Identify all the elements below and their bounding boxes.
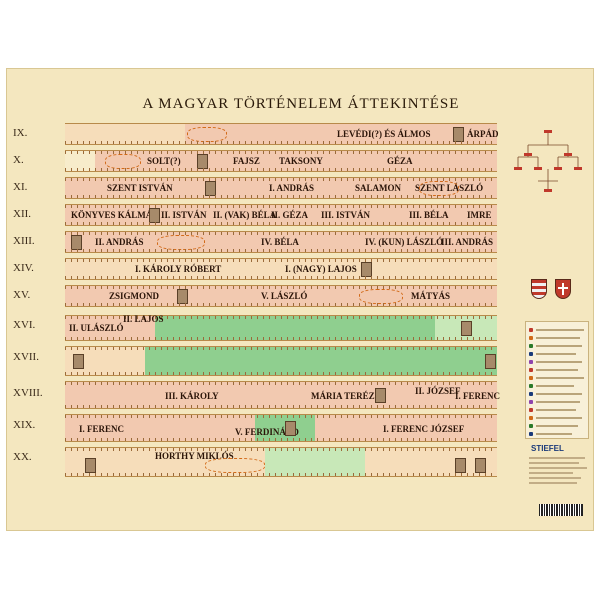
ruler-name: II. (VAK) BÉLA <box>213 210 277 220</box>
century-label: XVIII. <box>13 387 43 399</box>
century-row: II. ULÁSZLÓ II. LAJOS <box>65 314 497 341</box>
ruler-name: SZENT ISTVÁN <box>107 183 173 193</box>
century-row: SZENT ISTVÁN I. ANDRÁS SALAMON SZENT LÁS… <box>65 177 497 199</box>
ruler-name: II. GÉZA <box>271 210 309 220</box>
ruler-name: GÉZA <box>387 156 413 166</box>
ruler-name: MÁRIA TERÉZIA <box>311 391 385 401</box>
century-label: XVI. <box>13 319 36 331</box>
century-label: XII. <box>13 208 32 220</box>
ruler-name: II. ULÁSZLÓ <box>69 323 124 333</box>
century-label: XIV. <box>13 262 34 274</box>
ruler-name: III. BÉLA <box>409 210 449 220</box>
century-row: ZSIGMOND V. LÁSZLÓ MÁTYÁS <box>65 285 497 307</box>
ruler-name: II. LAJOS <box>123 314 164 324</box>
ruler-name: LEVÉDI(?) ÉS ÁLMOS <box>337 129 431 139</box>
ruler-name: IMRE <box>467 210 492 220</box>
ruler-name: I. (NAGY) LAJOS <box>285 264 357 274</box>
ruler-name: FAJSZ <box>233 156 260 166</box>
portrait <box>485 354 496 369</box>
ruler-name: II. ANDRÁS <box>95 237 144 247</box>
ruler-name: IV. (KUN) LÁSZLÓ <box>365 237 444 247</box>
century-row: HORTHY MIKLÓS <box>65 447 497 477</box>
ruler-name: KÖNYVES KÁLMÁN <box>71 210 159 220</box>
portrait <box>285 421 296 436</box>
portrait <box>361 262 372 277</box>
portrait <box>149 208 160 223</box>
century-label: XV. <box>13 289 31 301</box>
coat-of-arms-icon <box>531 279 547 299</box>
ruler-name: III. ISTVÁN <box>321 210 371 220</box>
map-thumbnail <box>187 127 227 142</box>
portrait <box>455 458 466 473</box>
century-row <box>65 346 497 376</box>
map-thumbnail <box>105 154 141 169</box>
ruler-name: HORTHY MIKLÓS <box>155 451 234 461</box>
portrait <box>85 458 96 473</box>
ruler-name: I. FERENC <box>455 391 501 401</box>
portrait <box>197 154 208 169</box>
century-label: IX. <box>13 127 28 139</box>
ruler-name: MÁTYÁS <box>411 291 451 301</box>
portrait <box>73 354 84 369</box>
map-thumbnail <box>205 458 265 473</box>
century-label: XVII. <box>13 351 39 363</box>
map-thumbnail <box>359 289 403 304</box>
poster: A MAGYAR TÖRTÉNELEM ÁTTEKINTÉSE IX. X. X… <box>6 68 594 531</box>
right-panel: STIEFEL <box>501 109 591 527</box>
ruler-name: III. ANDRÁS <box>441 237 494 247</box>
ruler-name: SOLT(?) <box>147 156 181 166</box>
publisher-info <box>529 457 589 487</box>
portrait <box>453 127 464 142</box>
double-cross-crest-icon <box>555 279 571 299</box>
map-thumbnail <box>157 235 205 250</box>
century-row: SOLT(?) FAJSZ TAKSONY GÉZA <box>65 150 497 172</box>
ruler-name: SALAMON <box>355 183 402 193</box>
ruler-name: I. FERENC <box>79 424 125 434</box>
century-row: I. KÁROLY RÓBERT I. (NAGY) LAJOS <box>65 258 497 280</box>
ruler-name: ZSIGMOND <box>109 291 160 301</box>
century-label: X. <box>13 154 24 166</box>
map-thumbnail <box>419 181 459 196</box>
poster-title: A MAGYAR TÖRTÉNELEM ÁTTEKINTÉSE <box>142 96 460 112</box>
century-label: XIX. <box>13 419 36 431</box>
century-row: I. FERENC V. FERDINÁND I. FERENC JÓZSEF <box>65 414 497 442</box>
portrait <box>475 458 486 473</box>
century-row: II. ANDRÁS IV. BÉLA IV. (KUN) LÁSZLÓ III… <box>65 231 497 253</box>
ruler-name: V. LÁSZLÓ <box>261 291 308 301</box>
ruler-name: IV. BÉLA <box>261 237 299 247</box>
century-label: XI. <box>13 181 28 193</box>
portrait <box>205 181 216 196</box>
ruler-name: I. KÁROLY RÓBERT <box>135 264 222 274</box>
portrait <box>71 235 82 250</box>
ruler-name: V. FERDINÁND <box>235 427 299 437</box>
century-row: III. KÁROLY MÁRIA TERÉZIA II. JÓZSEF I. … <box>65 381 501 409</box>
family-tree-diagram <box>514 130 582 192</box>
century-label: XX. <box>13 451 32 463</box>
century-row: LEVÉDI(?) ÉS ÁLMOS ÁRPÁD <box>65 123 499 145</box>
century-row: KÖNYVES KÁLMÁN II. ISTVÁN II. (VAK) BÉLA… <box>65 204 497 226</box>
ruler-name: TAKSONY <box>279 156 323 166</box>
barcode <box>539 504 583 516</box>
portrait <box>375 388 386 403</box>
ruler-name: II. JÓZSEF <box>415 386 461 396</box>
ruler-name: II. ISTVÁN <box>161 210 207 220</box>
publisher-logo: STIEFEL <box>531 444 564 453</box>
ruler-name: I. FERENC JÓZSEF <box>383 424 465 434</box>
legend-box <box>525 321 589 439</box>
ruler-name: III. KÁROLY <box>165 391 219 401</box>
ruler-name: ÁRPÁD <box>467 129 499 139</box>
century-label: XIII. <box>13 235 35 247</box>
portrait <box>461 321 472 336</box>
portrait <box>177 289 188 304</box>
ruler-name: I. ANDRÁS <box>269 183 315 193</box>
